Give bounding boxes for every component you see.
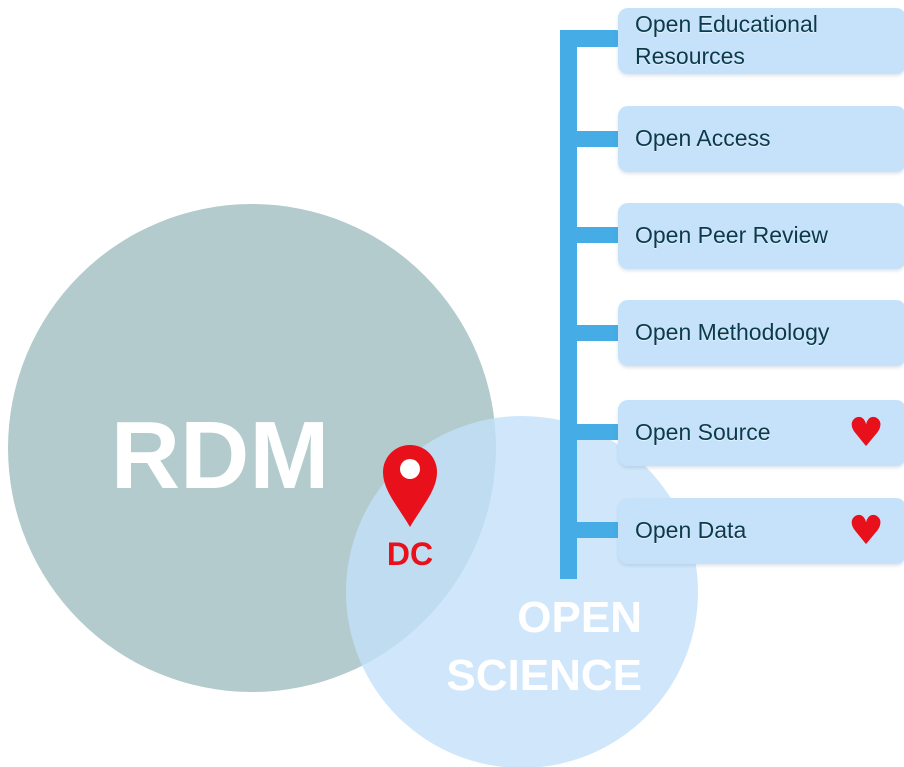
item-label: Open Source	[635, 419, 771, 446]
item-label: Open Peer Review	[635, 222, 829, 249]
item-open-methodology: Open Methodology	[618, 300, 904, 366]
rdm-label: RDM	[111, 402, 330, 509]
branch-connector	[560, 227, 622, 243]
item-open-access: Open Access	[618, 106, 904, 172]
open-science-label-line1: OPEN	[517, 593, 642, 642]
location-pin-icon	[382, 444, 437, 527]
item-label: Open Data	[635, 517, 747, 544]
branch-connector	[560, 325, 622, 341]
item-label: Open Educational Resources	[635, 11, 818, 69]
item-label: Open Access	[635, 125, 771, 152]
open-science-label-line2: SCIENCE	[446, 651, 642, 700]
item-open-peer-review: Open Peer Review	[618, 203, 904, 269]
item-label: Open Methodology	[635, 319, 830, 346]
branch-connector	[560, 424, 622, 440]
branch-connector	[560, 522, 622, 538]
heart-icon: ♥	[848, 410, 884, 456]
branch-top-arm	[560, 30, 622, 47]
item-open-data: Open Data ♥	[618, 498, 904, 564]
dc-marker-label: DC	[386, 536, 434, 572]
branch-connector	[560, 131, 622, 147]
item-open-source: Open Source ♥	[618, 400, 904, 466]
branch-trunk	[560, 30, 577, 579]
item-open-educational-resources: Open Educational Resources	[618, 8, 904, 74]
heart-icon: ♥	[848, 508, 884, 554]
open-science-circle	[346, 416, 698, 767]
